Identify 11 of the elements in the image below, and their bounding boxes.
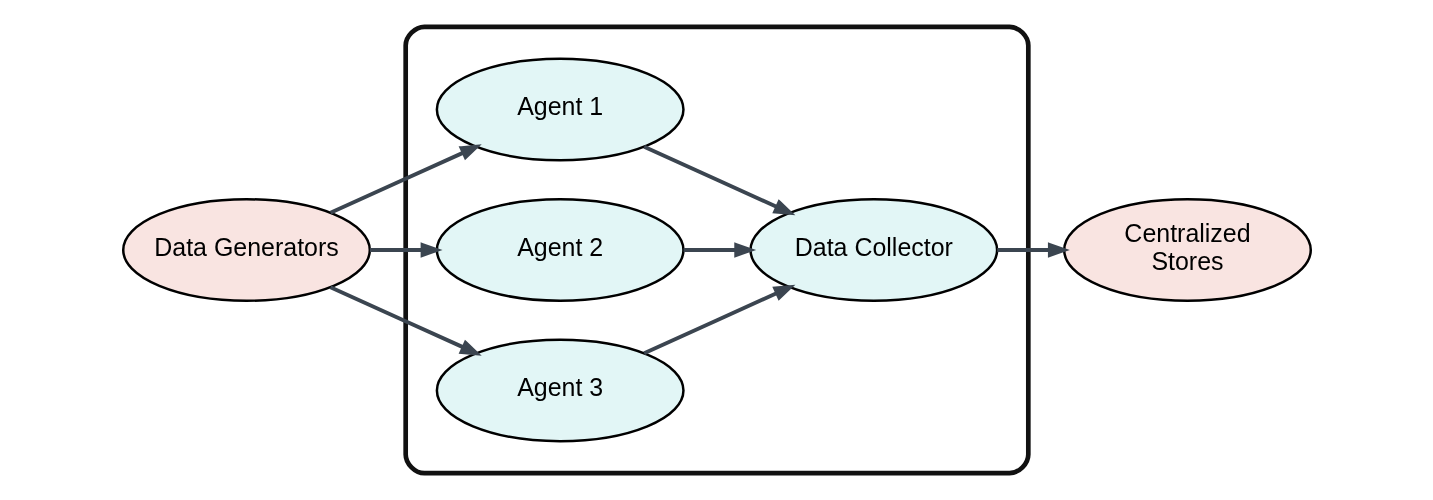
arrow <box>329 285 482 356</box>
node-ellipse: Agent 2 <box>435 198 685 302</box>
arrow <box>996 242 1070 258</box>
arrow <box>642 145 795 216</box>
cluster <box>402 24 1031 476</box>
arrow <box>329 144 482 215</box>
node-ellipse: Centralized Stores <box>1062 198 1312 302</box>
arrow <box>369 242 443 258</box>
node-ellipse: Data Generators <box>121 198 371 302</box>
arrow <box>642 284 795 355</box>
arrow <box>683 242 756 258</box>
